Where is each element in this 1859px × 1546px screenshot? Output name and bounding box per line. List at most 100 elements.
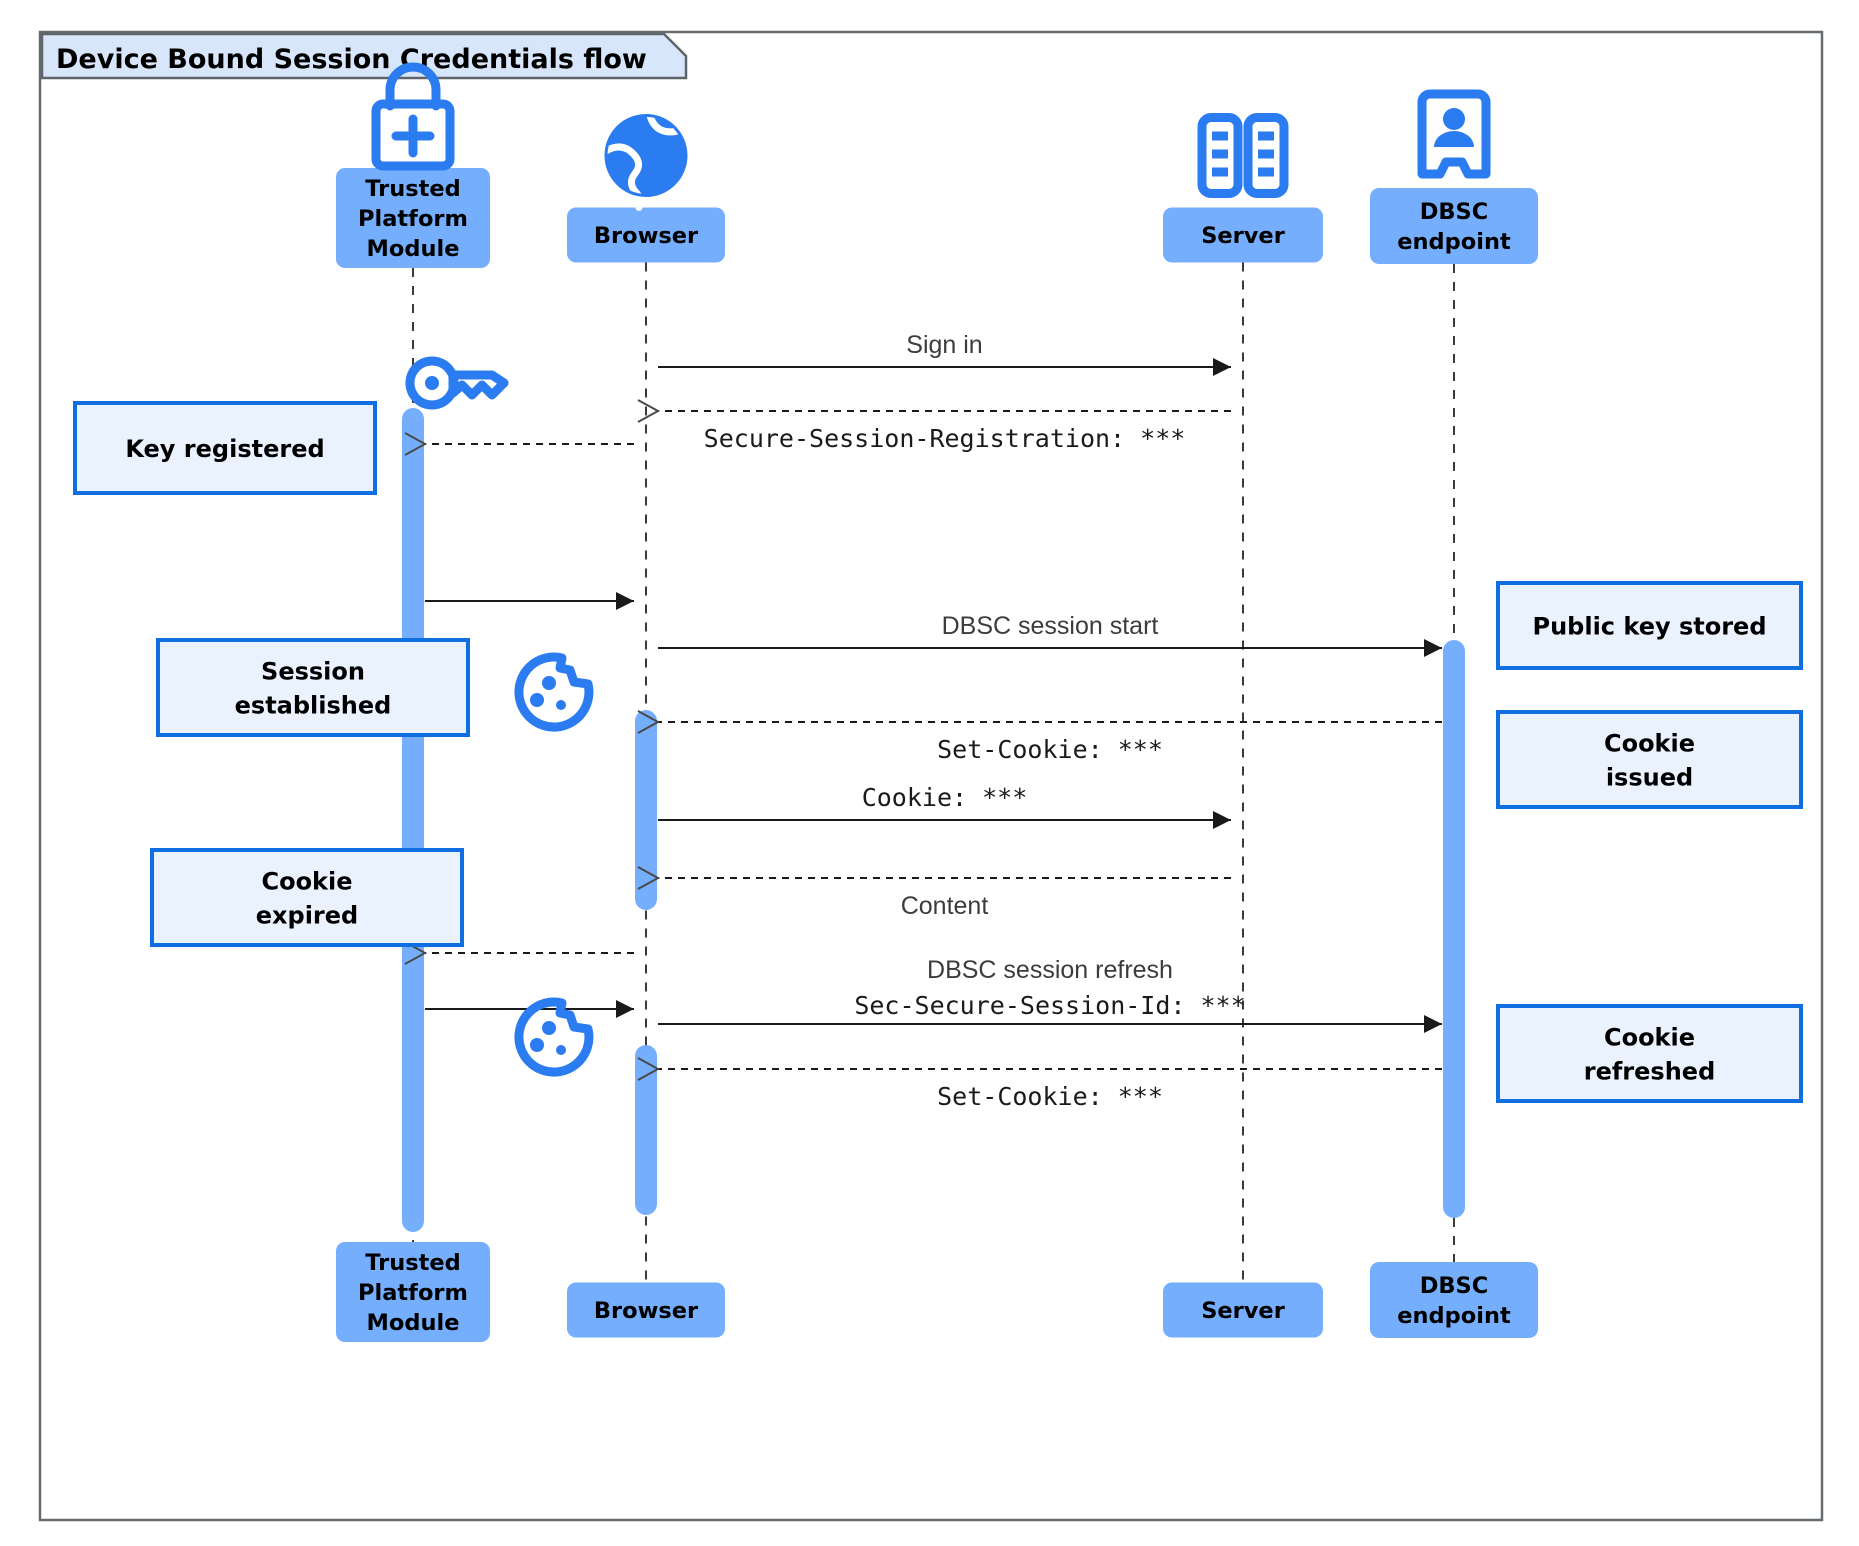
note-box [1496, 1004, 1803, 1103]
activations-layer [402, 408, 1465, 1232]
participant-box[interactable] [336, 1242, 490, 1342]
participant-label: Module [367, 236, 460, 262]
participant-dbsc-foot[interactable]: DBSC endpoint [1370, 1262, 1538, 1338]
message-sign-in: Sign in [658, 331, 1231, 376]
arrowhead-open [637, 866, 661, 890]
messages-layer: Sign in Secure-Session-Registration: *** D… [404, 331, 1442, 1111]
message-label: Sign in [906, 331, 982, 359]
note-public-key: Public key stored [1496, 581, 1803, 670]
message-label: DBSC session start [942, 612, 1159, 640]
message-label: Cookie: *** [862, 783, 1028, 812]
arrowhead-open [637, 710, 661, 734]
id-badge-icon [1417, 89, 1491, 179]
participant-label: Server [1201, 223, 1285, 249]
participant-label: endpoint [1397, 229, 1511, 255]
note-box [1496, 581, 1803, 670]
participant-dbsc-head[interactable]: DBSC endpoint [1370, 188, 1538, 264]
participant-box[interactable] [1370, 188, 1538, 264]
arrowhead-solid [616, 1000, 634, 1018]
arrowhead-solid [1213, 358, 1231, 376]
server-icon [1197, 113, 1289, 198]
arrowhead-open [404, 432, 428, 456]
note-box [150, 848, 464, 947]
globe-icon [601, 112, 690, 211]
message-content: Content [637, 866, 1231, 920]
activation-bar-browser [635, 1045, 657, 1215]
note-text: Key registered [125, 435, 324, 463]
frame-title-tab [40, 32, 688, 80]
participant-box[interactable] [1163, 207, 1323, 263]
participant-label: Browser [594, 1298, 699, 1324]
participant-label: Platform [358, 206, 468, 232]
note-session-est: Session established [156, 638, 470, 737]
note-text: Cookie [1604, 730, 1695, 758]
participant-label: Server [1201, 1298, 1285, 1324]
participant-box[interactable] [1163, 1282, 1323, 1338]
participant-server-foot[interactable]: Server [1163, 1282, 1323, 1338]
message-secure-reg: Secure-Session-Registration: *** [637, 399, 1231, 453]
participant-label: Trusted [365, 176, 461, 202]
lock-plus-icon [371, 62, 455, 171]
frame-title: Device Bound Session Credentials flow [56, 44, 647, 75]
arrowhead-open [637, 399, 661, 423]
participant-label: Platform [358, 1280, 468, 1306]
note-box [73, 401, 377, 495]
message-dbsc-start: DBSC session start [658, 612, 1442, 657]
message-dbsc-refresh: DBSC session refreshSec-Secure-Session-I… [658, 956, 1442, 1033]
note-text: expired [256, 902, 358, 930]
arrowhead-open [637, 1057, 661, 1081]
activation-bar-browser [635, 710, 657, 910]
diagram-frame [38, 30, 1824, 1522]
activation-bar-tpm [402, 408, 424, 1232]
participant-box[interactable] [567, 207, 725, 263]
note-box [1496, 710, 1803, 809]
key-icon [405, 356, 509, 410]
participant-server-head[interactable]: Server [1163, 207, 1323, 263]
participant-box[interactable] [567, 1282, 725, 1338]
participant-label: Module [367, 1310, 460, 1336]
note-text: refreshed [1584, 1058, 1716, 1086]
participant-label: DBSC [1420, 199, 1489, 225]
message-label: Set-Cookie: *** [937, 1082, 1163, 1111]
note-text: issued [1606, 764, 1693, 792]
arrowhead-solid [1424, 639, 1442, 657]
message-set-cookie-1: Set-Cookie: *** [637, 710, 1442, 764]
message-label: Content [901, 892, 989, 920]
note-text: Cookie [1604, 1024, 1695, 1052]
note-box [156, 638, 470, 737]
activation-bar-dbsc [1443, 640, 1465, 1218]
message-set-cookie-2: Set-Cookie: *** [637, 1057, 1442, 1111]
note-text: Public key stored [1532, 613, 1766, 641]
participant-box[interactable] [1370, 1262, 1538, 1338]
participant-browser-head[interactable]: Browser [567, 207, 725, 263]
note-text: Cookie [261, 868, 352, 896]
message-label: Set-Cookie: *** [937, 735, 1163, 764]
participant-label: Trusted [365, 1250, 461, 1276]
participant-label: Browser [594, 223, 699, 249]
message-label: DBSC session refresh [927, 956, 1173, 984]
message-reg-to-tpm [404, 432, 634, 456]
participant-label: endpoint [1397, 1303, 1511, 1329]
participant-browser-foot[interactable]: Browser [567, 1282, 725, 1338]
arrowhead-solid [1424, 1015, 1442, 1033]
cookie-icon [514, 652, 594, 732]
message-label-secondary: Sec-Secure-Session-Id: *** [854, 991, 1245, 1020]
participants-layer: TrustedPlatformModuleTrustedPlatformModu… [336, 62, 1538, 1342]
message-tpm-to-brow [425, 592, 634, 610]
note-cookie-issued: Cookie issued [1496, 710, 1803, 809]
participant-box[interactable] [336, 168, 490, 268]
arrowhead-solid [616, 592, 634, 610]
decor-icons-layer [405, 356, 594, 1077]
note-key-registered: Key registered [73, 401, 377, 495]
message-cookie-req: Cookie: *** [658, 783, 1231, 829]
note-text: Session [261, 658, 365, 686]
note-cookie-expired: Cookie expired [150, 848, 464, 947]
participant-label: DBSC [1420, 1273, 1489, 1299]
note-text: established [235, 692, 392, 720]
note-cookie-refreshed: Cookie refreshed [1496, 1004, 1803, 1103]
